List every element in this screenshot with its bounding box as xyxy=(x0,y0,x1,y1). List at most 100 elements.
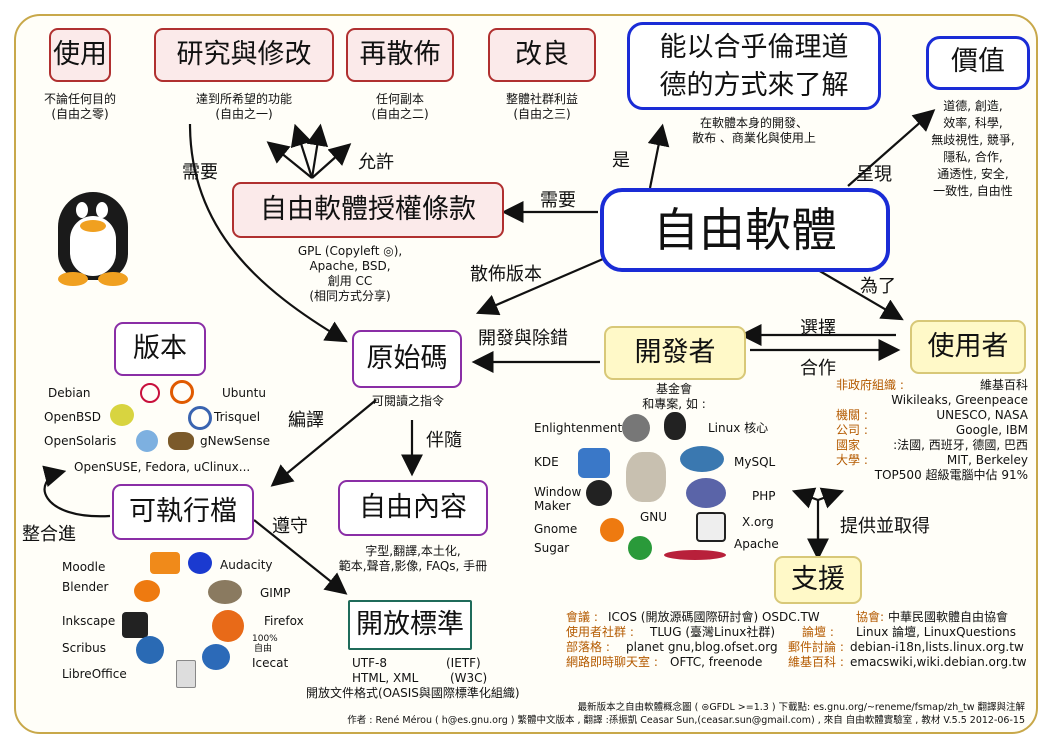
value-line: 道德, 創造, xyxy=(943,99,1003,113)
value-line: 隱私, 合作, xyxy=(943,150,1003,164)
support-value: TLUG (臺灣Linux社群) xyxy=(650,625,776,639)
freedom-improve-title: 改良 xyxy=(515,39,569,70)
project-apache: Apache xyxy=(734,537,779,551)
support-label: 使用者社群 : xyxy=(566,625,634,639)
app-icecat: Icecat xyxy=(252,656,289,670)
support-value: Linux 論壇, LinuxQuestions xyxy=(856,625,1017,639)
opensolaris-icon xyxy=(136,430,158,452)
firefox-icon xyxy=(212,610,244,642)
linux-tux-icon xyxy=(664,412,686,440)
versions-box: 版本 xyxy=(114,322,206,376)
edge-label-provide: 提供並取得 xyxy=(840,516,930,537)
project-kde: KDE xyxy=(534,455,559,469)
support-label: 論壇 : xyxy=(802,625,834,639)
freedom-study-line2: (自由之一) xyxy=(215,107,273,121)
freedom-study-title: 研究與修改 xyxy=(176,39,312,70)
freedom-improve-box: 改良 xyxy=(488,28,596,82)
project-mysql: MySQL xyxy=(734,455,776,469)
app-gimp: GIMP xyxy=(260,586,291,600)
users-row-label: 機關 : xyxy=(836,408,868,422)
users-row-value: Wikileaks, Greenpeace xyxy=(891,393,1028,407)
edge-label-accompany: 伴隨 xyxy=(426,430,462,451)
distro-openbsd: OpenBSD xyxy=(44,410,101,424)
users-row-value: MIT, Berkeley xyxy=(946,453,1028,467)
support-value: planet gnu,blog.ofset.org xyxy=(626,640,778,654)
content-title: 自由內容 xyxy=(359,492,467,523)
support-value: debian-i18n,lists.linux.org.tw xyxy=(850,640,1024,654)
values-list: 道德, 創造, 效率, 科學, 無歧視性, 競爭, 隱私, 合作, 通透性, 安… xyxy=(908,98,1038,200)
license-box: 自由軟體授權條款 xyxy=(232,182,504,238)
distro-gnewsense: gNewSense xyxy=(200,434,271,448)
edge-label-develop: 開發與除錯 xyxy=(478,328,568,349)
users-row: 國家:法國, 西班牙, 德國, 巴西 xyxy=(836,438,1028,453)
trisquel-icon xyxy=(188,406,212,430)
apache-feather-icon xyxy=(664,550,726,560)
project-gnu: GNU xyxy=(640,510,668,524)
app-audacity: Audacity xyxy=(220,558,273,572)
support-value: OFTC, freenode xyxy=(670,655,763,669)
edge-label-compile: 編譯 xyxy=(288,410,324,431)
ethics-sub1: 在軟體本身的開發、 xyxy=(699,116,808,130)
content-line2: 範本,聲音,影像, FAQs, 手冊 xyxy=(338,559,488,573)
value-line: 一致性, 自由性 xyxy=(933,184,1013,198)
executable-box: 可執行檔 xyxy=(112,484,254,540)
gimp-icon xyxy=(208,580,242,604)
project-gnome: Gnome xyxy=(534,522,578,536)
scribus-icon xyxy=(136,636,164,664)
support-value: 中華民國軟體自由協會 xyxy=(888,610,1009,624)
moodle-icon xyxy=(150,552,180,574)
freedom-use-box: 使用 xyxy=(49,28,111,82)
value-line: 通透性, 安全, xyxy=(937,167,1009,181)
license-desc: GPL (Copyleft ◎), Apache, BSD, 創用 CC (相同… xyxy=(280,244,420,304)
libreoffice-icon xyxy=(176,660,196,688)
free-software-box: 自由軟體 xyxy=(600,188,890,272)
license-title: 自由軟體授權條款 xyxy=(260,194,476,225)
users-row: Wikileaks, Greenpeace xyxy=(836,393,1028,408)
users-row-value: TOP500 超級電腦中佔 91% xyxy=(874,468,1028,482)
free-percent-note: 100% xyxy=(252,634,278,644)
project-php: PHP xyxy=(752,489,776,503)
support-list: 會議 : ICOS (開放源碼國際研討會) OSDC.TW 協會: 中華民國軟體… xyxy=(566,610,1032,670)
developers-box: 開發者 xyxy=(604,326,746,380)
app-inkscape: Inkscape xyxy=(62,614,116,628)
penguin-beak xyxy=(80,220,106,232)
versions-title: 版本 xyxy=(133,333,187,364)
app-moodle: Moodle xyxy=(62,560,106,574)
support-row: 使用者社群 : TLUG (臺灣Linux社群) 論壇 : Linux 論壇, … xyxy=(566,625,1032,640)
edge-label-needs-license: 需要 xyxy=(540,190,576,211)
penguin-eye xyxy=(96,202,108,218)
freedom-improve-line1: 整體社群利益 xyxy=(505,92,578,106)
users-row-value: Google, IBM xyxy=(955,423,1028,437)
support-row: 網路即時聊天室 : OFTC, freenode 維基百科 : emacswik… xyxy=(566,655,1032,670)
enlightenment-icon xyxy=(622,414,650,442)
penguin-foot xyxy=(58,272,88,286)
users-row: 公司 : Google, IBM xyxy=(836,423,1028,438)
users-list: 非政府組織 :維基百科 Wikileaks, Greenpeace 機關 :UN… xyxy=(836,378,1028,483)
footer-download-line: 最新版本之自由軟體概念圖 ( ⊜GFDL >=1.3 ) 下載點: es.gnu… xyxy=(577,702,1025,713)
app-scribus: Scribus xyxy=(62,641,106,655)
freedom-redistribute-line2: (自由之二) xyxy=(371,107,429,121)
penguin-foot xyxy=(98,272,128,286)
license-line: GPL (Copyleft ◎), xyxy=(297,244,403,258)
users-row-label: 非政府組織 : xyxy=(836,378,904,392)
support-label: 協會: xyxy=(856,610,885,624)
edge-label-comply: 遵守 xyxy=(272,516,308,537)
support-value: emacswiki,wiki.debian.org.tw xyxy=(850,655,1027,669)
xorg-icon xyxy=(696,512,726,542)
mysql-dolphin-icon xyxy=(680,446,724,472)
source-title: 原始碼 xyxy=(366,343,448,374)
standard-html-xml: HTML, XML xyxy=(352,671,419,685)
app-blender: Blender xyxy=(62,580,109,594)
license-line: 創用 CC xyxy=(327,274,373,288)
support-label: 郵件討論 : xyxy=(788,640,844,654)
source-desc: 可閱讀之指令 xyxy=(371,394,444,408)
edge-label-choose: 選擇 xyxy=(800,318,836,339)
project-enlightenment: Enlightenment xyxy=(534,421,623,435)
freedom-redistribute-line1: 任何副本 xyxy=(375,92,424,106)
users-title: 使用者 xyxy=(927,331,1009,362)
users-row-label: 公司 : xyxy=(836,423,868,437)
project-windowmaker-1: Window xyxy=(534,485,582,499)
project-sugar: Sugar xyxy=(534,541,570,555)
freedom-study-line1: 達到所希望的功能 xyxy=(195,92,292,106)
developers-line2: 和專案, 如 : xyxy=(642,397,706,411)
